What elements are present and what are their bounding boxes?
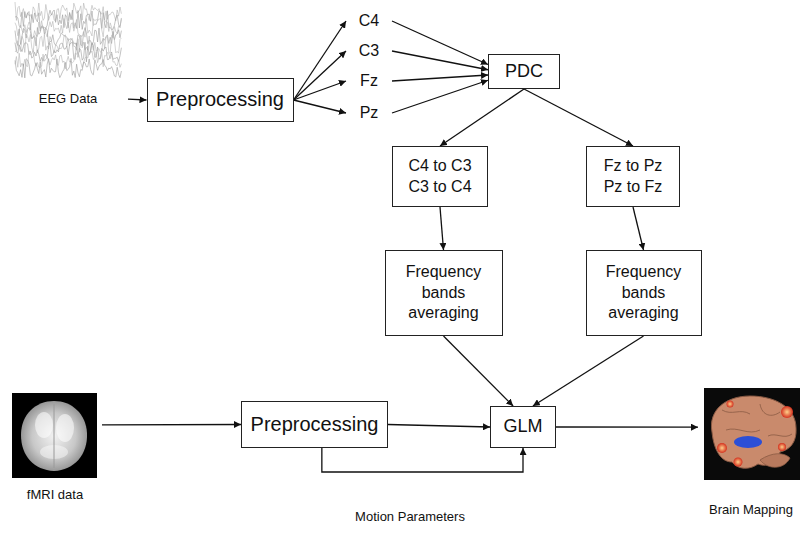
connector-arrow bbox=[392, 21, 488, 65]
eeg-waveform bbox=[15, 2, 121, 78]
process-box: Frequency bands averaging bbox=[586, 250, 702, 336]
node-text: EEG Data bbox=[39, 91, 98, 108]
node-text: GLM bbox=[503, 415, 542, 438]
eeg-trace bbox=[15, 58, 121, 77]
connector-arrow bbox=[392, 80, 488, 113]
node-text: Frequency bands averaging bbox=[595, 262, 693, 323]
node-text: C4 bbox=[359, 11, 379, 31]
node-text: Preprocessing bbox=[251, 412, 379, 438]
connector-arrow bbox=[294, 21, 347, 100]
node-text: PDC bbox=[505, 60, 543, 83]
node-text: C3 bbox=[359, 41, 379, 61]
channel-label: Fz bbox=[346, 66, 392, 97]
connector-arrow bbox=[633, 207, 644, 250]
node-text: Pz to Fz bbox=[604, 177, 663, 197]
node-text: Preprocessing bbox=[156, 87, 284, 113]
image-node: Brain Mapping bbox=[698, 385, 804, 521]
connector-arrow bbox=[440, 89, 524, 146]
node-text: Frequency bands averaging bbox=[394, 262, 494, 323]
node-text: Fz bbox=[360, 71, 378, 91]
connector-arrow bbox=[444, 336, 514, 406]
image-node: EEG Data bbox=[8, 2, 128, 110]
connector-arrow bbox=[294, 100, 347, 113]
channel-label: C4 bbox=[346, 6, 392, 37]
node-text: Pz bbox=[360, 103, 379, 123]
connector-arrow bbox=[102, 424, 241, 426]
image-node: fMRI data bbox=[8, 390, 102, 506]
connector-arrow bbox=[128, 99, 147, 101]
process-box: PDC bbox=[488, 54, 560, 89]
process-box: GLM bbox=[490, 406, 556, 448]
eeg-trace bbox=[15, 42, 121, 62]
process-box: C4 to C3C3 to C4 bbox=[392, 146, 488, 207]
connector-arrow bbox=[392, 51, 488, 70]
process-box: Frequency bands averaging bbox=[385, 250, 503, 336]
eeg-trace bbox=[15, 34, 121, 53]
connector-arrow bbox=[322, 448, 523, 472]
eeg-trace bbox=[15, 2, 121, 21]
channel-label: Pz bbox=[346, 98, 392, 129]
brain-map-image bbox=[704, 388, 800, 480]
connector-arrow bbox=[556, 426, 698, 427]
connector-arrow bbox=[294, 51, 347, 100]
process-box: Fz to PzPz to Fz bbox=[586, 146, 680, 207]
connector-arrow bbox=[524, 89, 633, 146]
fmri-image bbox=[12, 393, 97, 478]
process-box: Preprocessing bbox=[241, 401, 388, 448]
node-text: Brain Mapping bbox=[709, 502, 793, 519]
connector-arrow bbox=[388, 425, 490, 428]
node-text: Fz to Pz bbox=[604, 156, 663, 176]
channel-label: C3 bbox=[346, 36, 392, 67]
node-text: fMRI data bbox=[27, 487, 83, 504]
edge-label: Motion Parameters bbox=[353, 509, 467, 524]
connector-arrow bbox=[392, 75, 488, 81]
process-box: Preprocessing bbox=[147, 78, 294, 122]
connector-arrow bbox=[533, 336, 644, 406]
connector-arrow bbox=[294, 81, 347, 100]
node-text: C4 to C3 bbox=[408, 156, 471, 176]
node-text: C3 to C4 bbox=[408, 177, 471, 197]
connector-arrow bbox=[440, 207, 444, 250]
